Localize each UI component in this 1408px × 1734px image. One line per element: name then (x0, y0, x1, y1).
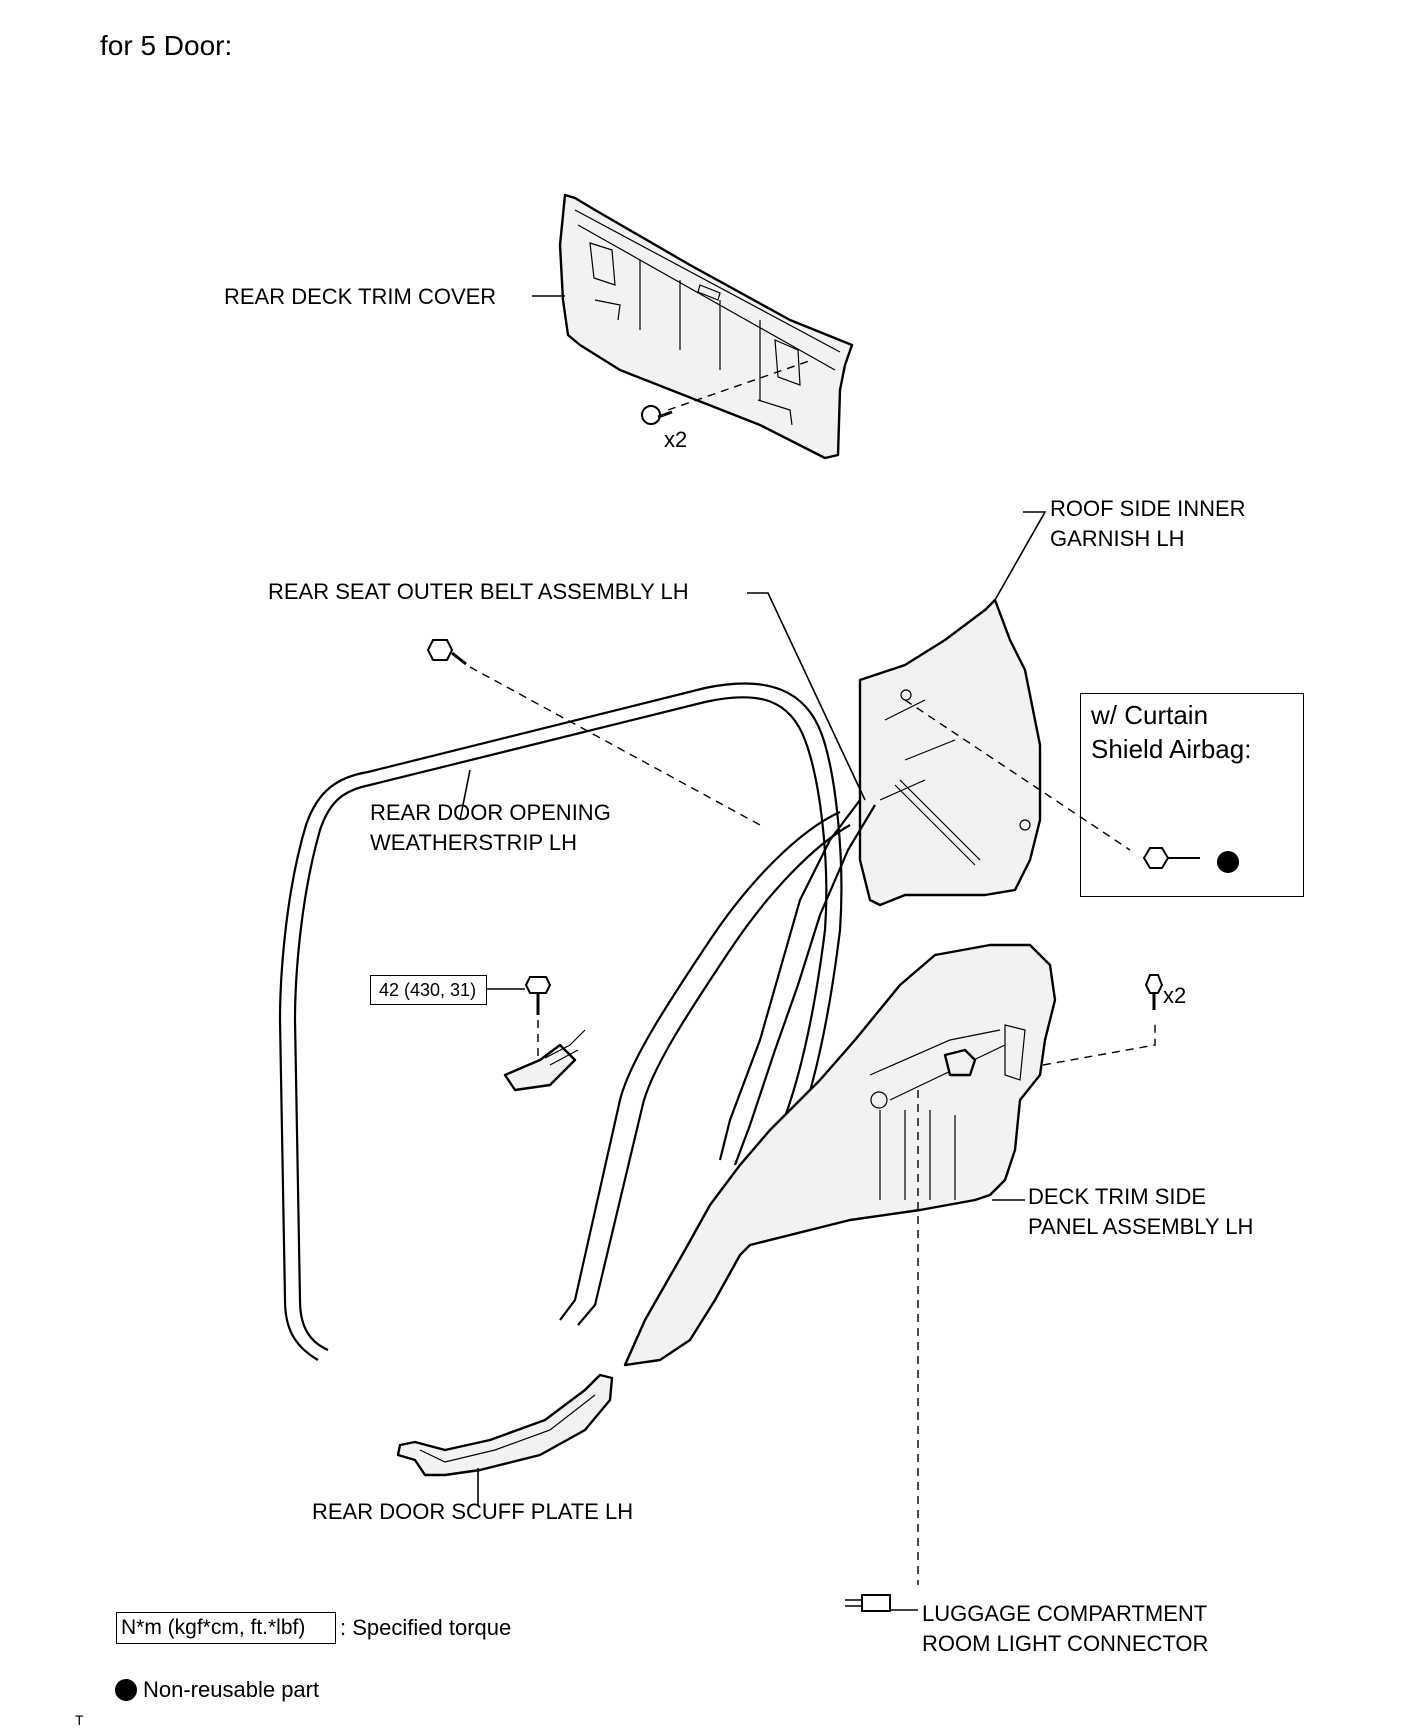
label-weatherstrip-1: REAR DOOR OPENING (370, 800, 611, 825)
rear-deck-trim-cover-part (558, 193, 854, 460)
label-side-panel-qty: x2 (1163, 983, 1187, 1008)
rear-seat-outer-belt-part (503, 799, 876, 1326)
rear-seat-belt-leader (747, 592, 866, 801)
deck-cover-screw-icon (641, 405, 673, 425)
airbag-callout-box: w/ Curtain Shield Airbag: (1080, 693, 1304, 897)
legend-torque-text: : Specified torque (340, 1615, 512, 1640)
label-rear-deck-trim-cover: REAR DECK TRIM COVER (224, 284, 497, 309)
roof-garnish-leader (994, 511, 1047, 601)
label-weatherstrip-2: WEATHERSTRIP LH (370, 830, 577, 855)
airbag-callout-line2: Shield Airbag: (1091, 734, 1252, 764)
roof-side-inner-garnish-part (858, 598, 1042, 907)
side-panel-screw-guide (1042, 1020, 1156, 1066)
rear-door-opening-weatherstrip-part (278, 682, 843, 1361)
legend-torque-units-box: N*m (kgf*cm, ft.*lbf) (116, 1612, 336, 1644)
rear-door-scuff-plate-part (396, 1373, 614, 1477)
weatherstrip-leader (459, 769, 471, 821)
label-deck-cover-qty: x2 (664, 427, 688, 452)
torque-spec-box: 42 (430, 31) (370, 975, 487, 1005)
label-rear-door-scuff-plate: REAR DOOR SCUFF PLATE LH (312, 1499, 634, 1524)
deck-trim-side-panel-part (623, 943, 1057, 1367)
legend-non-reusable-text: Non-reusable part (143, 1677, 320, 1702)
label-roof-side-inner-garnish-2: GARNISH LH (1050, 526, 1185, 551)
section-title: for 5 Door: (100, 30, 233, 61)
side-panel-screw-icon (1144, 974, 1164, 1010)
label-deck-trim-side-panel-2: PANEL ASSEMBLY LH (1028, 1214, 1254, 1239)
non-reusable-icon (115, 1679, 137, 1701)
label-luggage-connector-2: ROOM LIGHT CONNECTOR (922, 1631, 1209, 1656)
corner-mark: T (75, 1712, 84, 1728)
legend-torque-units: N*m (kgf*cm, ft.*lbf) (121, 1616, 306, 1639)
belt-anchor-bolt-icon (524, 976, 552, 1015)
deck-cover-screw-guide (667, 359, 813, 411)
label-deck-trim-side-panel-1: DECK TRIM SIDE (1028, 1184, 1207, 1209)
belt-anchor-clip-icon (426, 639, 467, 666)
airbag-clip-icon (1142, 847, 1239, 873)
label-luggage-connector-1: LUGGAGE COMPARTMENT (922, 1601, 1208, 1626)
label-roof-side-inner-garnish-1: ROOF SIDE INNER (1050, 496, 1246, 521)
luggage-light-connector-icon (845, 1594, 891, 1612)
torque-spec-value: 42 (430, 31) (379, 980, 477, 1000)
label-rear-seat-outer-belt: REAR SEAT OUTER BELT ASSEMBLY LH (268, 579, 689, 604)
airbag-callout-line1: w/ Curtain (1091, 700, 1209, 730)
airbag-clip-guide (904, 699, 1131, 851)
